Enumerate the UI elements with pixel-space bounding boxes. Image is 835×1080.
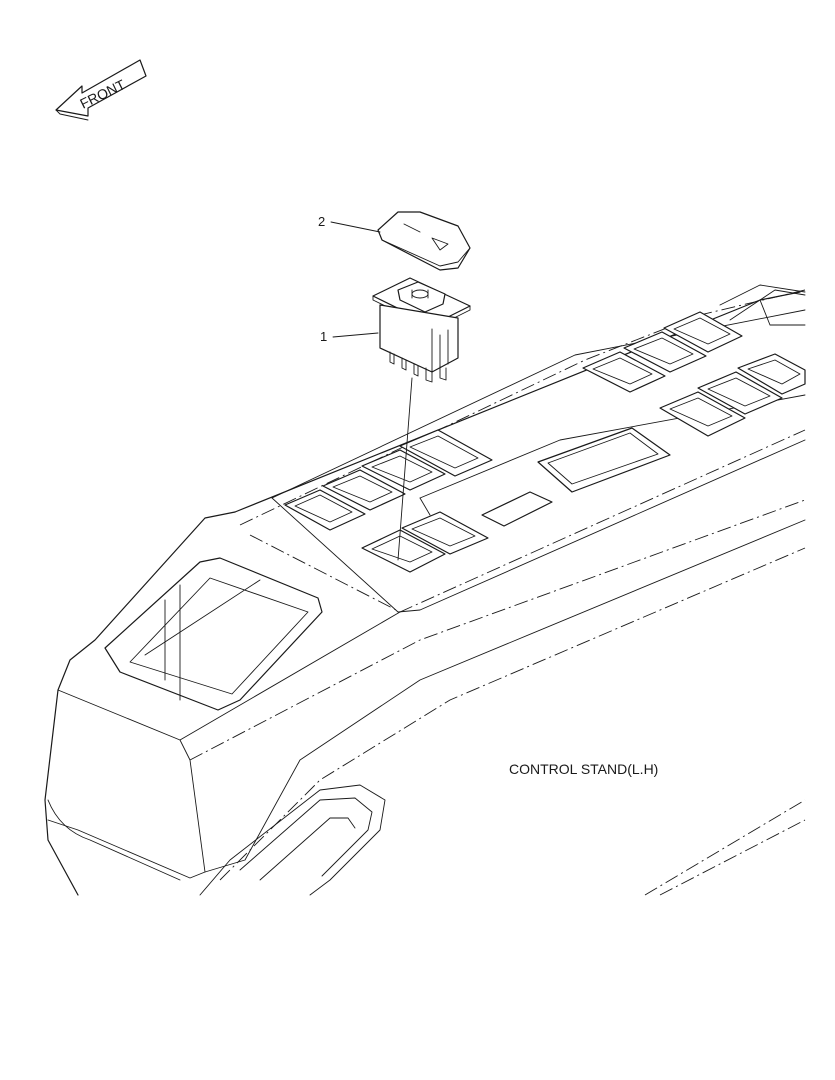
- callout-2: 2: [318, 214, 381, 233]
- switch-slot-group-right: [582, 311, 806, 437]
- callout-2-number: 2: [318, 214, 325, 229]
- switch-cap-part: [377, 211, 471, 271]
- control-stand-body: [44, 284, 806, 896]
- diagram-caption: CONTROL STAND(L.H): [509, 761, 658, 777]
- callout-1: 1: [320, 329, 379, 344]
- callout-1-number: 1: [320, 329, 327, 344]
- switch-slot-group-left: [284, 429, 493, 573]
- install-leader-line: [397, 377, 413, 561]
- front-arrow-icon: FRONT: [55, 59, 147, 121]
- switch-body-part: [372, 277, 471, 383]
- switch-slot-small: [481, 427, 671, 527]
